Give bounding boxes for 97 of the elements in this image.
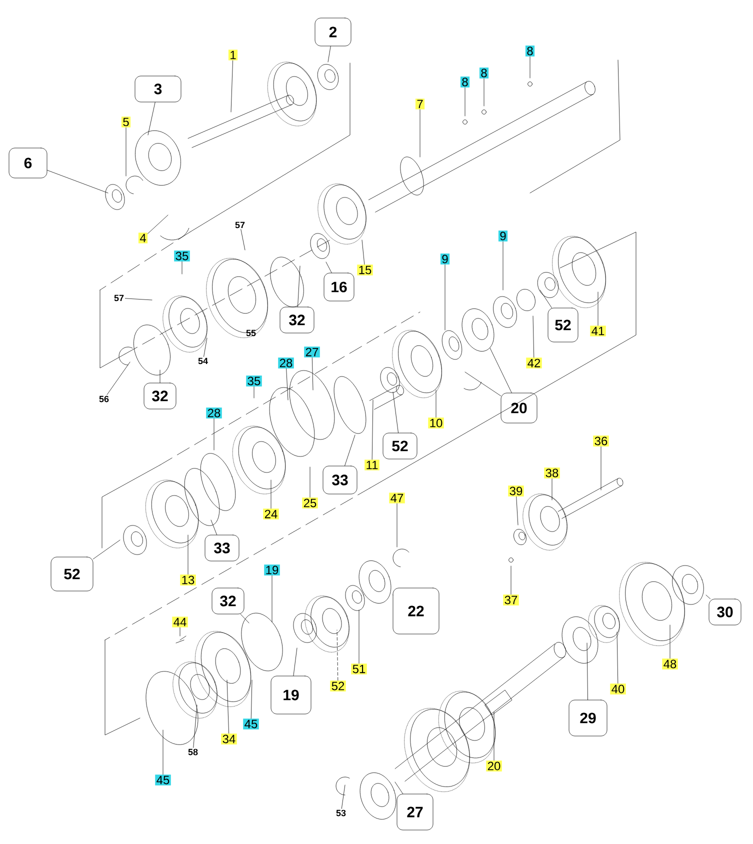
callout-box: 32 [144, 382, 176, 410]
callout-number: 36 [593, 436, 609, 446]
leader-line [600, 446, 602, 490]
leader-line [148, 102, 156, 136]
callout-box: 3 [134, 76, 182, 102]
leader-line [226, 680, 229, 734]
leader-line [516, 496, 518, 526]
callout-number: 54 [198, 358, 208, 364]
callout-number: 28 [206, 408, 222, 418]
callout-number: 40 [610, 684, 626, 694]
callout-box: 6 [8, 148, 48, 178]
leader-line [326, 262, 332, 273]
callout-number: 38 [544, 468, 560, 478]
leader-line [336, 630, 338, 681]
leader-line [394, 782, 404, 794]
leader-line [372, 400, 374, 460]
callout-number: 15 [357, 264, 373, 276]
callout-number: 56 [99, 396, 109, 402]
callout-number: 19 [264, 564, 280, 576]
leader-line [392, 392, 398, 433]
leader-line [148, 214, 168, 234]
leader-line [396, 503, 398, 548]
leader-line [270, 480, 272, 509]
callout-box: 2 [314, 18, 352, 46]
leader-line [230, 60, 233, 112]
leader-line [240, 229, 246, 250]
callout-number: 27 [304, 346, 320, 358]
leader-line [362, 240, 365, 265]
leader-line [293, 648, 298, 676]
leader-line [616, 632, 618, 684]
callout-box: 20 [500, 392, 538, 424]
leader-line [540, 290, 552, 308]
leader-line [162, 730, 164, 775]
leader-line [444, 264, 446, 330]
leader-line [240, 614, 250, 624]
callout-number: 55 [246, 330, 256, 336]
leader-line [93, 540, 120, 560]
callout-number: 57 [235, 222, 245, 228]
callout-number: 45 [155, 774, 171, 786]
callout-box: 22 [392, 588, 440, 634]
leader-line [586, 642, 588, 700]
leader-line [47, 170, 108, 194]
leader-line [358, 610, 360, 664]
leader-line [706, 594, 710, 599]
callout-number: 48 [662, 658, 678, 670]
callout-box: 52 [382, 432, 418, 460]
callout-number: 58 [188, 748, 198, 756]
leader-line [312, 357, 314, 390]
leader-line [341, 784, 346, 809]
callout-number: 34 [221, 734, 237, 744]
leader-line [490, 348, 512, 393]
leader-line [193, 704, 198, 748]
callout-box: 32 [280, 306, 314, 334]
callout-box: 30 [708, 598, 742, 626]
callout-number: 37 [503, 594, 519, 606]
callout-number: 20 [486, 760, 502, 772]
leader-line [204, 338, 208, 357]
callout-number: 53 [336, 810, 346, 816]
callout-box: 27 [396, 794, 434, 830]
leader-line [106, 362, 130, 395]
callout-number: 24 [263, 508, 279, 520]
callout-number: 35 [174, 250, 190, 262]
leader-line [298, 266, 300, 307]
leader-line [464, 87, 466, 116]
callout-number: 42 [526, 358, 542, 368]
callout-number: 52 [330, 680, 346, 692]
callout-box: 16 [324, 272, 354, 302]
leader-line [286, 368, 288, 400]
callout-number: 28 [278, 358, 294, 368]
callout-box: 33 [322, 466, 358, 494]
leader-line [250, 680, 252, 719]
leader-line [125, 298, 152, 300]
leader-line [532, 316, 534, 358]
callout-number: 44 [172, 616, 188, 628]
callout-number: 41 [590, 326, 606, 336]
callout-number: 10 [428, 418, 444, 428]
leader-line [510, 566, 512, 595]
callout-number: 47 [389, 492, 405, 504]
leader-line [502, 241, 504, 290]
callout-box: 19 [270, 676, 312, 714]
callout-number: 39 [508, 486, 524, 496]
callout-box: 33 [204, 534, 240, 562]
callout-number: 35 [246, 376, 262, 386]
callout-box: 32 [212, 588, 244, 614]
callout-box: 52 [548, 308, 578, 342]
leader-line [210, 520, 218, 535]
leader-line [344, 434, 356, 466]
callout-box: 29 [568, 700, 608, 736]
callout-number: 45 [243, 718, 259, 730]
callout-number: 11 [364, 460, 380, 470]
leader-line [328, 46, 331, 62]
callout-number: 25 [302, 498, 318, 508]
callout-box: 52 [50, 556, 94, 592]
callout-number: 13 [180, 574, 196, 586]
leader-line [464, 372, 501, 396]
callout-number: 57 [114, 294, 124, 302]
callout-number: 51 [351, 664, 367, 674]
